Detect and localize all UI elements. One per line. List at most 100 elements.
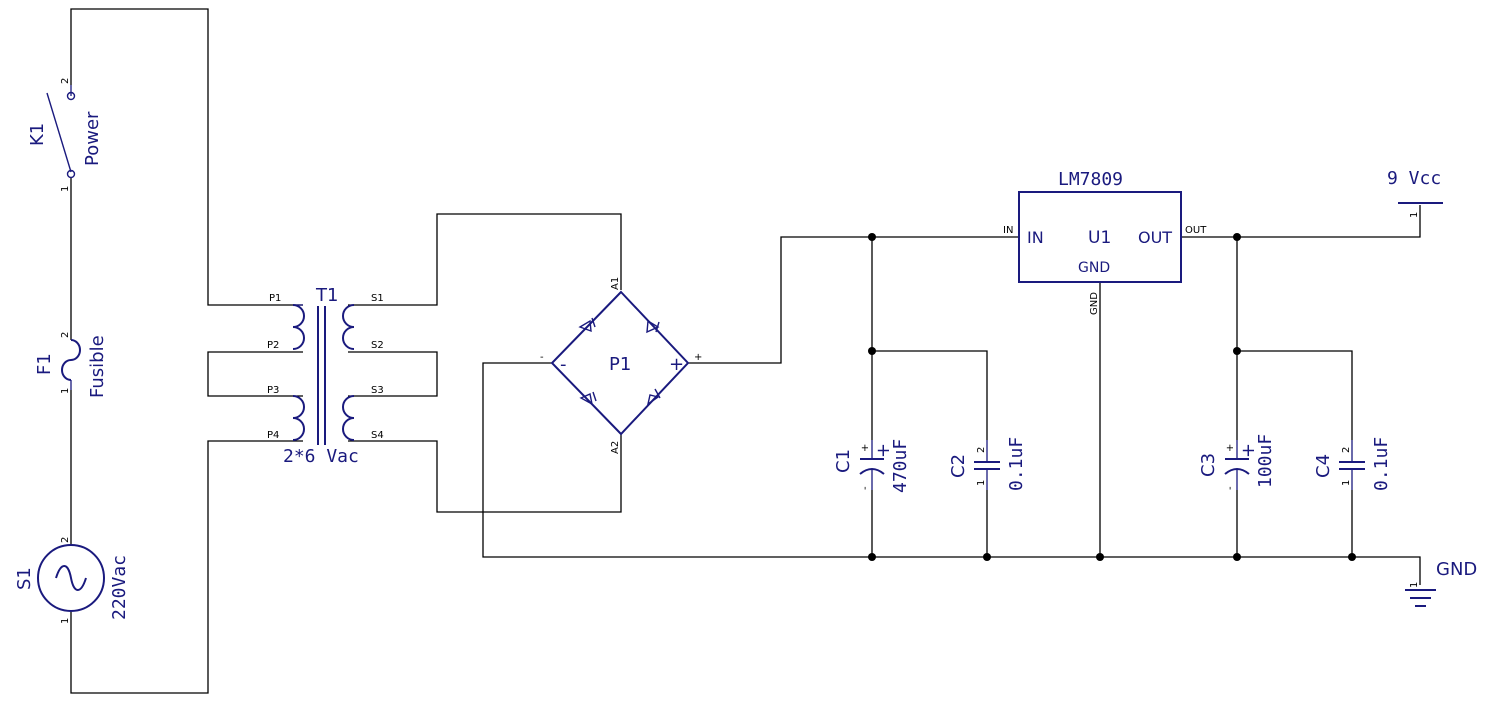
transformer-value: 2*6 Vac: [283, 446, 359, 467]
switch-contact-icon: [66, 169, 76, 179]
regulator-pin-in: IN: [1003, 225, 1013, 236]
transformer-pin-s3: S3: [371, 385, 384, 396]
c2-pin2: 2: [976, 447, 987, 453]
source-pin1: 1: [60, 618, 71, 624]
regulator-body: [1018, 191, 1182, 283]
capacitor-c4: C4 0.1uF 2 1: [1313, 437, 1392, 491]
c4-pin2: 2: [1341, 447, 1352, 453]
bridge-plus-inner: +: [669, 354, 684, 375]
regulator-out-label: OUT: [1138, 228, 1172, 247]
c1-value: 470uF: [890, 439, 911, 493]
ac-source-icon: [37, 544, 105, 612]
transformer-pin-p3: P3: [267, 385, 279, 396]
transformer-pin-s4: S4: [371, 430, 384, 441]
ground-label: GND: [1436, 559, 1477, 580]
c2-pin1: 1: [976, 480, 987, 486]
capacitor-c3: C3 100uF + + -: [1198, 434, 1276, 490]
c4-value: 0.1uF: [1371, 437, 1392, 491]
bridge-diamond-icon: [550, 290, 690, 436]
junction-dot: [1233, 233, 1241, 241]
regulator-u1: LM7809 IN U1 OUT GND IN OUT GND: [1003, 169, 1207, 315]
sine-wave-icon: [55, 565, 87, 591]
ground-pin: 1: [1409, 582, 1420, 588]
fuse-ref: F1: [34, 353, 55, 375]
vcc-label: 9 Vcc: [1387, 168, 1441, 189]
wire-k1-to-p1: [70, 8, 303, 306]
c1-minus: -: [860, 486, 871, 490]
junction-dot: [868, 553, 876, 561]
bridge-plus-outer: +: [694, 352, 702, 363]
regulator-part: LM7809: [1058, 169, 1123, 190]
bridge-ref: P1: [609, 354, 631, 375]
junction-dot: [868, 233, 876, 241]
primary-coil-icon: [292, 304, 305, 441]
capacitor-c2: C2 0.1uF 2 1: [948, 437, 1027, 491]
junction-dot: [868, 347, 876, 355]
secondary-coil-icon: [342, 304, 355, 441]
switch-name: Power: [82, 111, 103, 166]
wire-out-to-vcc: [1182, 205, 1421, 238]
junction-dot: [1348, 553, 1356, 561]
c2-value: 0.1uF: [1006, 437, 1027, 491]
c3-plus: +: [1225, 444, 1236, 452]
ground: GND 1: [1405, 559, 1477, 607]
c3-value: 100uF: [1255, 434, 1276, 488]
junction-dot: [1096, 553, 1104, 561]
wire-s1-to-p4: [70, 440, 303, 694]
diode-icon: [579, 391, 597, 406]
transformer-pin-p4: P4: [267, 430, 279, 441]
c4-pin1: 1: [1341, 480, 1352, 486]
wire-s4-to-a2: [348, 433, 622, 513]
wires: [70, 8, 1421, 694]
fuse-icon: [61, 339, 81, 381]
vcc-supply: 9 Vcc 1: [1387, 168, 1443, 218]
regulator-gnd-label: GND: [1078, 260, 1110, 276]
bridge-rectifier-p1: P1 - + - + A1 A2: [540, 277, 702, 454]
source-pin2: 2: [60, 537, 71, 543]
fuse-f1: F1 Fusible 2 1: [34, 332, 108, 398]
transformer-t1: T1 2*6 Vac P1 P2 P3 P4 S1 S2 S3 S4: [267, 285, 384, 467]
capacitor-c1: C1 470uF + + -: [833, 439, 911, 493]
diode-icon: [646, 319, 660, 334]
switch-pin2: 2: [60, 78, 71, 84]
diode-icon: [646, 388, 661, 406]
fuse-name: Fusible: [87, 335, 108, 398]
c1-plus: +: [860, 444, 871, 452]
bridge-pin-a1: A1: [610, 277, 621, 290]
wire-s1-to-a1: [348, 213, 622, 306]
c1-plus-inner: +: [873, 443, 894, 458]
fuse-pin1: 1: [60, 388, 71, 394]
fuse-pin2: 2: [60, 332, 71, 338]
transformer-ref: T1: [315, 285, 338, 306]
c3-minus: -: [1225, 486, 1236, 490]
wire-s2-s3: [348, 351, 438, 397]
source-ref: S1: [14, 567, 35, 590]
transformer-pin-p2: P2: [267, 340, 279, 351]
junction-dot: [1233, 347, 1241, 355]
switch-contact-icon: [66, 91, 76, 101]
c3-plus-inner: +: [1238, 443, 1259, 458]
c1-ref: C1: [833, 449, 854, 473]
c3-ref: C3: [1198, 453, 1219, 477]
switch-pin1: 1: [60, 186, 71, 192]
transformer-pin-s2: S2: [371, 340, 384, 351]
c2-ref: C2: [948, 454, 969, 478]
regulator-pin-gnd: GND: [1089, 292, 1100, 315]
wire-minus-to-gnd: [482, 362, 1421, 585]
switch-lever-icon: [46, 92, 72, 173]
ac-source-s1: S1 220Vac 2 1: [14, 537, 130, 624]
c4-ref: C4: [1313, 454, 1334, 478]
power-switch-k1: K1 Power 2 1: [27, 78, 103, 192]
wire-plus-to-in: [688, 236, 1018, 364]
vcc-pin: 1: [1409, 212, 1420, 218]
transformer-pin-p1: P1: [269, 293, 281, 304]
wire-p2-p3: [207, 351, 303, 397]
regulator-pin-out: OUT: [1185, 225, 1207, 236]
bridge-minus-inner: -: [560, 354, 567, 375]
bridge-minus-outer: -: [540, 352, 544, 363]
regulator-ref: U1: [1088, 228, 1111, 248]
junction-dot: [1233, 553, 1241, 561]
regulator-in-label: IN: [1027, 228, 1044, 247]
transformer-pin-s1: S1: [371, 293, 384, 304]
